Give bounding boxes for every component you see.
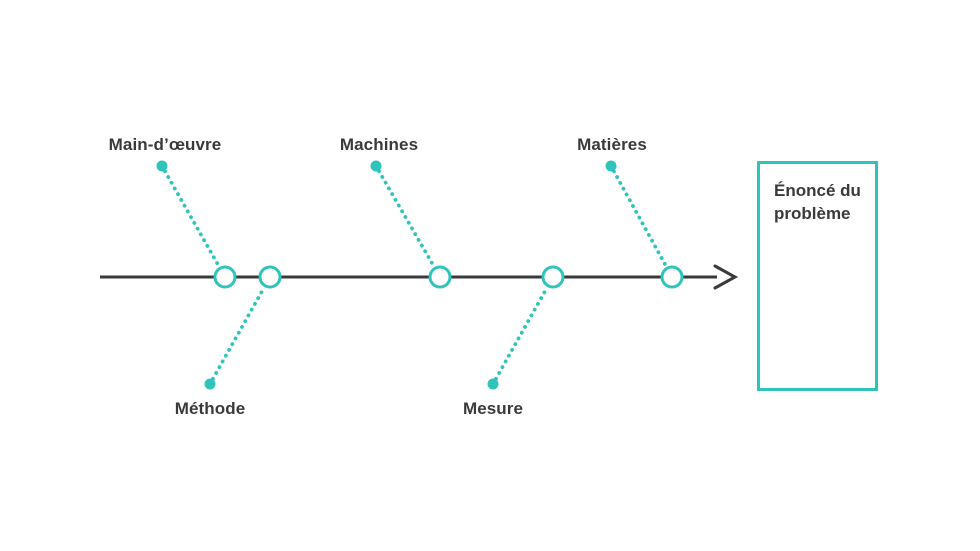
- problem-statement-box: Énoncé du problème: [757, 161, 878, 391]
- spine-node-rings-group: [213, 265, 684, 289]
- spine-arrowhead-icon: [713, 264, 739, 290]
- connector-end-dot-matieres: [605, 160, 617, 172]
- spine-node-ring-methode: [258, 265, 282, 289]
- connector-end-dot-machines: [370, 160, 382, 172]
- problem-statement-label: Énoncé du problème: [774, 181, 861, 223]
- connector-line-main-doeuvre: [163, 169, 222, 269]
- connector-end-dot-mesure: [487, 378, 499, 390]
- connector-end-dot-main-doeuvre: [156, 160, 168, 172]
- category-label-methode: Méthode: [174, 399, 246, 418]
- spine-node-ring-machines: [428, 265, 452, 289]
- spine-group: [100, 264, 739, 290]
- category-label-main-doeuvre: Main-d’œuvre: [108, 135, 222, 154]
- spine-node-ring-matieres: [660, 265, 684, 289]
- connector-line-matieres: [611, 169, 669, 269]
- connector-line-machines: [377, 169, 437, 269]
- spine-node-ring-main-doeuvre: [213, 265, 237, 289]
- connector-lines-group: [163, 169, 669, 381]
- connector-line-mesure: [494, 285, 550, 381]
- category-label-matieres: Matières: [577, 135, 647, 154]
- spine-node-ring-mesure: [541, 265, 565, 289]
- connector-end-dots-group: [156, 160, 617, 390]
- connector-end-dot-methode: [204, 378, 216, 390]
- connector-line-methode: [211, 285, 267, 381]
- category-label-mesure: Mesure: [462, 399, 524, 418]
- category-label-machines: Machines: [339, 135, 419, 154]
